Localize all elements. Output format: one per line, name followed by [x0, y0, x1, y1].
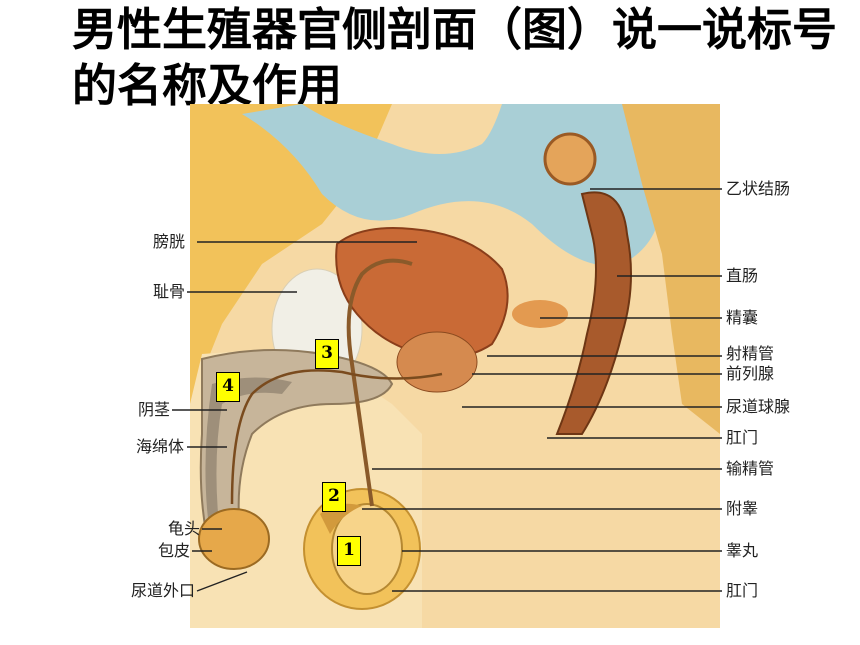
- label-rectum: 直肠: [726, 266, 759, 285]
- label-bulbourethral-gland: 尿道球腺: [726, 397, 791, 416]
- prostate: [396, 331, 478, 393]
- right-leader-lines: [362, 188, 722, 592]
- label-glans: 龟头: [167, 519, 200, 538]
- marker-4: 4: [216, 372, 240, 402]
- label-urethral-orifice: 尿道外口: [130, 581, 195, 600]
- urethra: [230, 369, 443, 505]
- anatomy-illustration: [172, 104, 722, 628]
- bladder: [335, 227, 509, 359]
- rectum: [555, 191, 632, 435]
- glans: [198, 508, 270, 570]
- sigmoid-colon: [543, 132, 597, 186]
- label-cavernous-body: 海绵体: [135, 437, 184, 456]
- label-vas-deferens: 输精管: [726, 459, 775, 478]
- marker-2: 2: [322, 482, 346, 512]
- label-testis: 睾丸: [726, 541, 759, 560]
- marker-1: 1: [337, 536, 361, 566]
- label-anus-upper: 肛门: [726, 428, 759, 447]
- label-bladder: 膀胱: [152, 232, 185, 251]
- label-seminal-vesicle: 精囊: [726, 308, 759, 327]
- label-anus-lower: 肛门: [726, 581, 759, 600]
- sacrum-region: [622, 104, 720, 434]
- marker-3: 3: [315, 339, 339, 369]
- testis: [331, 503, 403, 595]
- anatomy-figure: 膀胱 耻骨 阴茎 海绵体 龟头 包皮 尿道外口 乙状结肠 直肠 精囊 射精管 前…: [62, 104, 860, 628]
- label-epididymis: 附睾: [726, 499, 759, 518]
- label-penis: 阴茎: [137, 400, 170, 419]
- vas-deferens: [346, 258, 413, 507]
- label-sigmoid-colon: 乙状结肠: [726, 179, 791, 198]
- slide-title: 男性生殖器官侧剖面（图）说一说标号的名称及作用: [72, 3, 838, 112]
- left-leader-lines: [172, 241, 417, 592]
- seminal-vesicle: [512, 300, 568, 328]
- label-ejaculatory-duct: 射精管: [726, 344, 775, 363]
- label-prostate: 前列腺: [726, 364, 775, 383]
- label-foreskin: 包皮: [157, 541, 190, 560]
- label-pubic-bone: 耻骨: [152, 282, 185, 301]
